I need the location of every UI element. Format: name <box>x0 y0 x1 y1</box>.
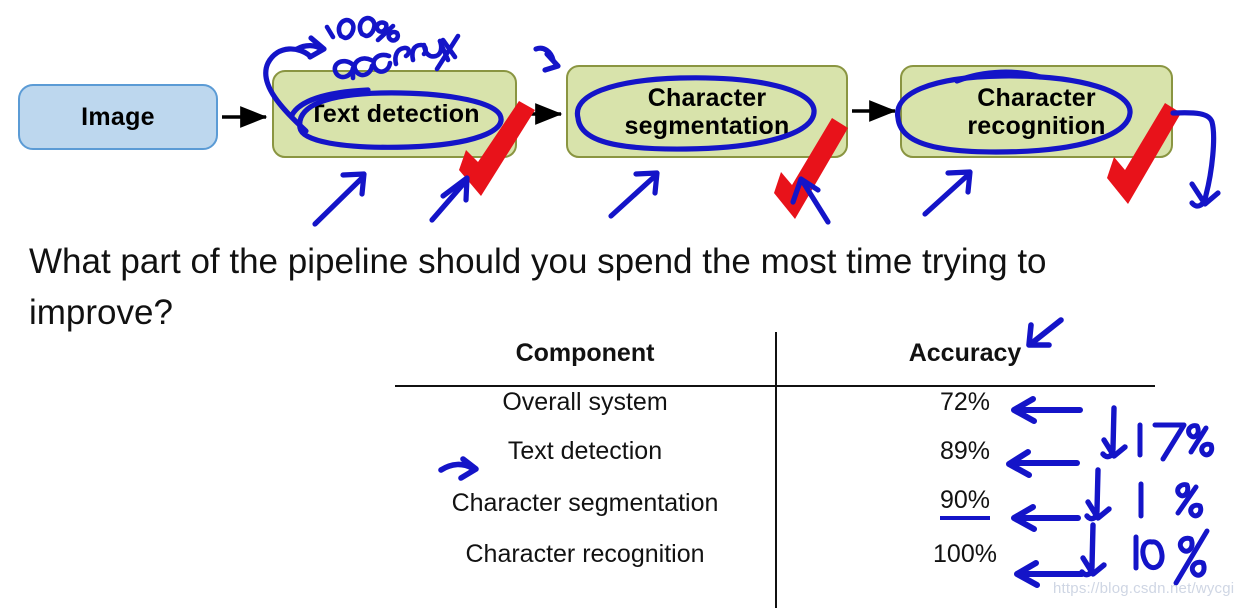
cell-accuracy: 100% <box>933 540 997 568</box>
question-text: What part of the pipeline should you spe… <box>29 242 1047 333</box>
cell-component: Overall system <box>502 388 668 416</box>
table-header-component: Component <box>515 339 655 367</box>
cell-accuracy: 90% <box>775 476 1155 530</box>
cell-component: Character segmentation <box>451 488 719 517</box>
cell-component: Character recognition <box>465 540 705 568</box>
table-column-divider <box>775 332 777 608</box>
table-header-row: Component Accuracy <box>395 336 1155 378</box>
cell-component: Text detection <box>507 437 663 465</box>
table-header-accuracy: Accuracy <box>908 339 1022 367</box>
table-row: Text detection 89% <box>395 427 1155 476</box>
cell-accuracy-underlined: 90% <box>939 486 991 520</box>
pipeline-box-image-label: Image <box>81 103 155 131</box>
site-watermark: https://blog.csdn.net/wycgi <box>1053 580 1235 597</box>
accuracy-table: Component Accuracy Overall system 72% Te… <box>395 336 1155 579</box>
table-row: Character segmentation 90% <box>395 476 1155 530</box>
pipeline-box-image: Image <box>18 84 218 150</box>
cell-accuracy: 89% <box>939 437 991 465</box>
table-row: Character recognition 100% <box>395 530 1155 579</box>
cell-accuracy: 72% <box>939 388 991 416</box>
table-row: Overall system 72% <box>395 378 1155 427</box>
